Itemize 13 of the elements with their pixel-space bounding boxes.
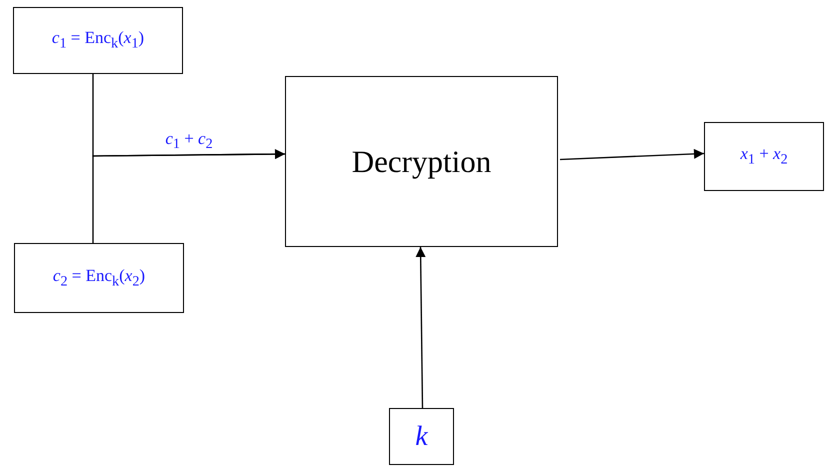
- process-label: Decryption: [352, 144, 492, 180]
- arrow: [416, 247, 426, 408]
- text-box: [389, 408, 454, 465]
- process-box: [285, 76, 558, 247]
- formula-text: c$_{1}$ = Enc$_{k}$(x$_{1}$): [52, 28, 144, 53]
- formula-text: k: [415, 420, 428, 452]
- arrow: [560, 148, 704, 160]
- text-box: [13, 7, 183, 74]
- formula-text: c$_{2}$ = Enc$_{k}$(x$_{2}$): [52, 266, 146, 290]
- text-box: [14, 243, 184, 313]
- text-box: [704, 122, 824, 191]
- arrow: [92, 149, 285, 243]
- formula-text: x$_{1}$ + x$_{2}$: [740, 144, 788, 169]
